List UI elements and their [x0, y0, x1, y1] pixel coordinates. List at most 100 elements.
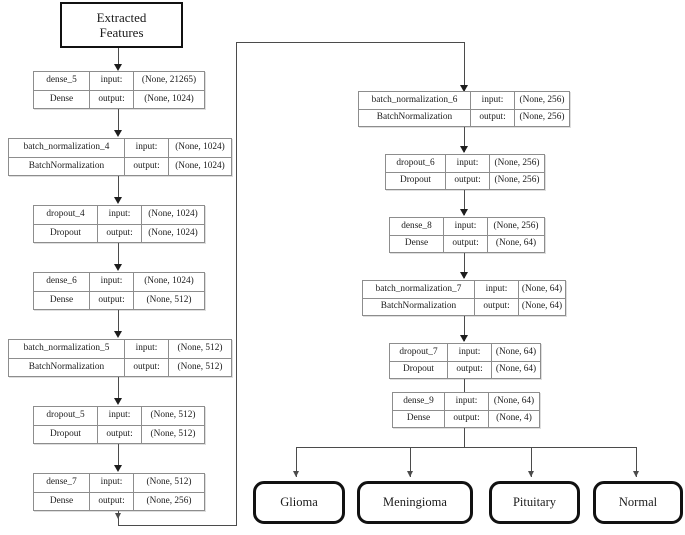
- layer-name-dense_9: dense_9: [393, 393, 445, 410]
- layer-output-shape-batch_normalization_5: (None, 512): [177, 361, 223, 372]
- layer-node-dropout_6[interactable]: dropout_6 input: (None, 256) Dropout out…: [385, 154, 545, 190]
- edge-bn4-to-dropout4: [118, 176, 119, 202]
- edge-wrap-top: [236, 42, 465, 43]
- edge-bus-to-pituitary: [531, 447, 532, 477]
- layer-type-dense_8: Dense: [390, 235, 444, 252]
- edge-dropout6-to-dense8: [464, 190, 465, 215]
- classification-bus: [296, 447, 637, 448]
- edge-bus-to-glioma: [296, 447, 297, 477]
- edge-wrap-to-bn6: [464, 42, 465, 92]
- layer-output-label-batch_normalization_7: output:: [475, 298, 519, 315]
- layer-name-dropout_5: dropout_5: [34, 407, 98, 425]
- layer-node-dense_8[interactable]: dense_8 input: (None, 256) Dense output:…: [389, 217, 545, 253]
- layer-input-label-dropout_5: input:: [98, 407, 142, 425]
- layer-name-dropout_4: dropout_4: [34, 206, 98, 224]
- layer-type-dropout_4: Dropout: [34, 224, 98, 242]
- arrowhead-bn4: [113, 130, 122, 137]
- edge-bus-to-normal: [636, 447, 637, 477]
- edge-dropout4-to-dense6: [118, 243, 119, 269]
- arrowhead-bn7: [460, 272, 468, 279]
- layer-input-shape-dropout_7: (None, 64): [495, 346, 537, 357]
- layer-input-shape-dropout_6: (None, 256): [494, 157, 540, 168]
- class-box-pituitary[interactable]: Pituitary: [489, 481, 580, 524]
- edge-bn7-to-dropout7: [464, 316, 465, 341]
- layer-input-shape-batch_normalization_6: (None, 256): [519, 94, 565, 105]
- layer-input-label-dropout_6: input:: [446, 155, 490, 172]
- layer-output-label-batch_normalization_4: output:: [125, 157, 169, 175]
- layer-name-dropout_7: dropout_7: [390, 344, 448, 361]
- arrowhead-pituitary: [527, 471, 534, 477]
- layer-type-batch_normalization_6: BatchNormalization: [359, 109, 471, 126]
- arrowhead-dense7: [113, 465, 122, 472]
- edge-bn5-to-dropout5: [118, 377, 119, 403]
- layer-type-dense_5: Dense: [34, 90, 90, 108]
- edge-source-to-dense5: [118, 48, 119, 68]
- layer-name-dense_5: dense_5: [34, 72, 90, 90]
- layer-node-batch_normalization_6[interactable]: batch_normalization_6 input: (None, 256)…: [358, 91, 570, 127]
- class-label-normal: Normal: [618, 495, 658, 509]
- edge-wrap-bottom: [118, 525, 236, 526]
- layer-output-shape-batch_normalization_7: (None, 64): [521, 301, 563, 312]
- layer-output-label-dense_7: output:: [90, 492, 134, 510]
- layer-node-dropout_5[interactable]: dropout_5 input: (None, 512) Dropout out…: [33, 406, 205, 444]
- arrowhead-normal: [632, 471, 639, 477]
- layer-node-batch_normalization_5[interactable]: batch_normalization_5 input: (None, 512)…: [8, 339, 232, 377]
- layer-output-shape-batch_normalization_4: (None, 1024): [175, 160, 225, 171]
- layer-input-shape-dropout_5: (None, 512): [150, 410, 196, 421]
- extracted-features-line1: Extracted: [96, 9, 147, 25]
- layer-node-batch_normalization_4[interactable]: batch_normalization_4 input: (None, 1024…: [8, 138, 232, 176]
- layer-input-label-dense_6: input:: [90, 273, 134, 291]
- layer-input-shape-batch_normalization_5: (None, 512): [177, 343, 223, 354]
- edge-dense8-to-bn7: [464, 253, 465, 278]
- layer-input-shape-dropout_4: (None, 1024): [148, 209, 198, 220]
- layer-input-shape-dense_7: (None, 512): [146, 477, 192, 488]
- edge-dropout5-to-dense7: [118, 444, 119, 470]
- layer-output-shape-dropout_4: (None, 1024): [148, 227, 198, 238]
- layer-output-label-dense_6: output:: [90, 291, 134, 309]
- layer-output-shape-dense_8: (None, 64): [495, 238, 537, 249]
- class-label-glioma: Glioma: [280, 495, 318, 509]
- layer-node-dropout_4[interactable]: dropout_4 input: (None, 1024) Dropout ou…: [33, 205, 205, 243]
- layer-output-shape-dropout_6: (None, 256): [494, 175, 540, 186]
- layer-output-shape-dropout_5: (None, 512): [150, 428, 196, 439]
- layer-output-label-dense_8: output:: [444, 235, 488, 252]
- layer-input-label-batch_normalization_4: input:: [125, 139, 169, 157]
- edge-bus-to-meningioma: [410, 447, 411, 477]
- layer-output-shape-dense_6: (None, 512): [146, 294, 192, 305]
- layer-name-batch_normalization_4: batch_normalization_4: [9, 139, 125, 157]
- edge-dense6-to-bn5: [118, 310, 119, 336]
- layer-input-label-dense_7: input:: [90, 474, 134, 492]
- layer-type-batch_normalization_7: BatchNormalization: [363, 298, 475, 315]
- layer-node-dense_5[interactable]: dense_5 input: (None, 21265) Dense outpu…: [33, 71, 205, 109]
- layer-output-label-batch_normalization_6: output:: [471, 109, 515, 126]
- layer-node-dense_9[interactable]: dense_9 input: (None, 64) Dense output: …: [392, 392, 540, 428]
- class-box-normal[interactable]: Normal: [593, 481, 683, 524]
- layer-type-dropout_6: Dropout: [386, 172, 446, 189]
- layer-input-label-dropout_7: input:: [448, 344, 492, 361]
- arrowhead-dropout7: [460, 335, 468, 342]
- layer-input-label-dense_9: input:: [445, 393, 489, 410]
- layer-node-dense_7[interactable]: dense_7 input: (None, 512) Dense output:…: [33, 473, 205, 511]
- layer-input-label-dense_8: input:: [444, 218, 488, 235]
- layer-input-label-batch_normalization_5: input:: [125, 340, 169, 358]
- arrowhead-dropout5: [113, 398, 122, 405]
- layer-type-dropout_7: Dropout: [390, 361, 448, 378]
- layer-node-batch_normalization_7[interactable]: batch_normalization_7 input: (None, 64) …: [362, 280, 566, 316]
- layer-output-shape-batch_normalization_6: (None, 256): [519, 112, 565, 123]
- layer-node-dense_6[interactable]: dense_6 input: (None, 1024) Dense output…: [33, 272, 205, 310]
- layer-name-batch_normalization_7: batch_normalization_7: [363, 281, 475, 298]
- layer-node-dropout_7[interactable]: dropout_7 input: (None, 64) Dropout outp…: [389, 343, 541, 379]
- class-box-meningioma[interactable]: Meningioma: [357, 481, 473, 524]
- layer-input-label-dropout_4: input:: [98, 206, 142, 224]
- arrowhead-meningioma: [406, 471, 413, 477]
- arrowhead-dense5: [113, 64, 122, 71]
- layer-type-batch_normalization_4: BatchNormalization: [9, 157, 125, 175]
- layer-input-label-batch_normalization_7: input:: [475, 281, 519, 298]
- layer-output-label-dropout_4: output:: [98, 224, 142, 242]
- arrowhead-dropout4: [113, 197, 122, 204]
- layer-input-shape-dense_5: (None, 21265): [141, 75, 197, 86]
- layer-output-label-dropout_7: output:: [448, 361, 492, 378]
- layer-input-shape-dense_8: (None, 256): [493, 220, 539, 231]
- layer-output-shape-dense_5: (None, 1024): [144, 93, 194, 104]
- class-box-glioma[interactable]: Glioma: [253, 481, 345, 524]
